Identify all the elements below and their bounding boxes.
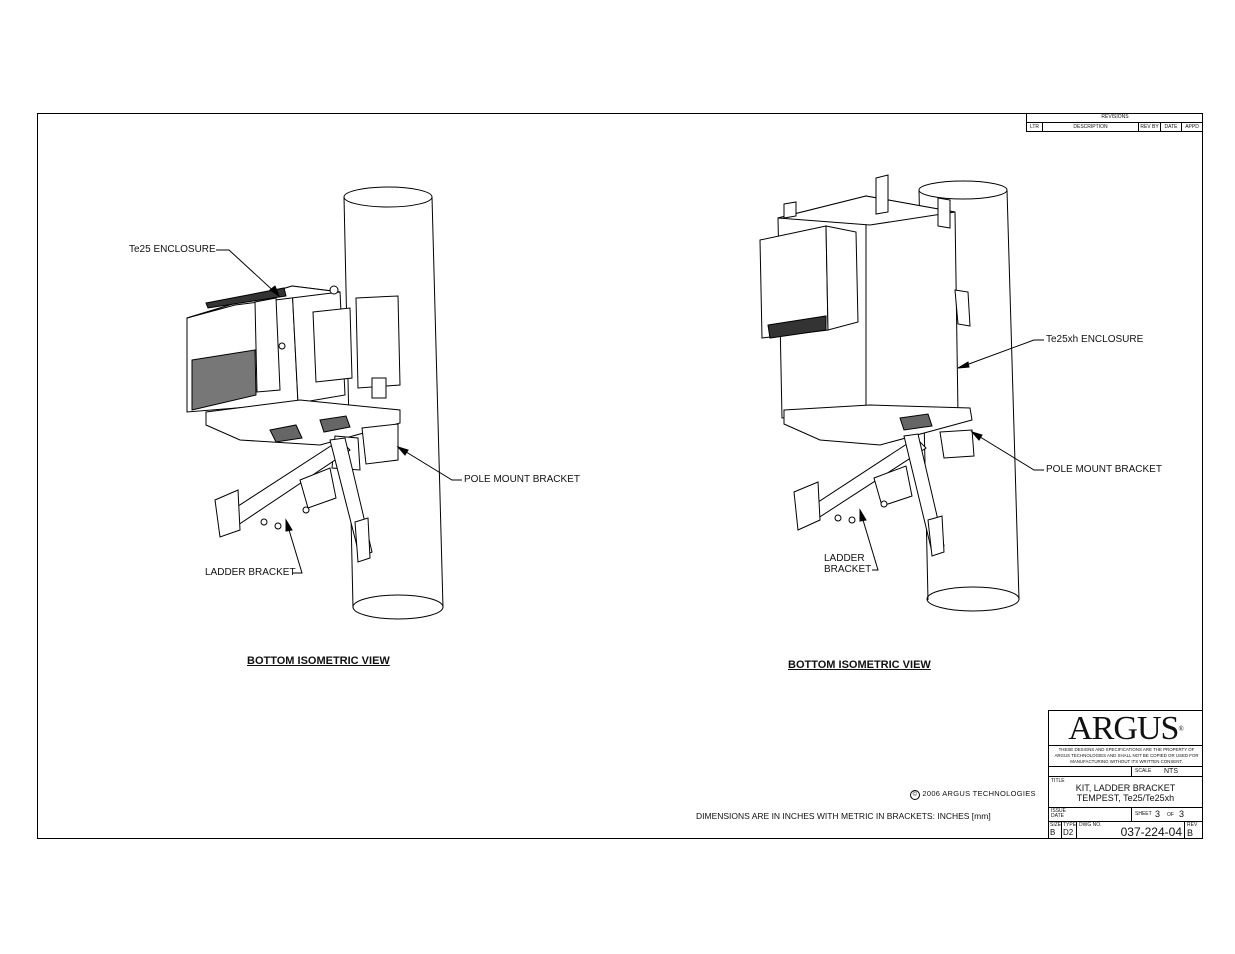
- rev-col-description: DESCRIPTION: [1043, 123, 1139, 132]
- of-value: 3: [1179, 809, 1185, 819]
- left-enclosure-label: Te25 ENCLOSURE: [129, 244, 216, 255]
- type-cell: TYPE D2: [1062, 822, 1077, 839]
- sheet-value: 3: [1155, 809, 1161, 819]
- drawing-sheet-border: [37, 113, 1203, 839]
- sheet-label: SHEET: [1131, 808, 1152, 821]
- scale-label: SCALE: [1131, 767, 1151, 776]
- right-ladder-bracket-label-line2: BRACKET: [824, 564, 872, 575]
- rev-value: B: [1187, 828, 1194, 838]
- size-label: SIZE: [1050, 822, 1062, 828]
- copyright-text: 2006 ARGUS TECHNOLOGIES: [922, 789, 1036, 798]
- left-pole: [343, 186, 444, 620]
- right-view-title: BOTTOM ISOMETRIC VIEW: [788, 659, 931, 671]
- right-pole-bracket-label: POLE MOUNT BRACKET: [1046, 464, 1162, 475]
- title-block: ARGUS® THESE DESIGNS AND SPECIFICATIONS …: [1048, 710, 1203, 839]
- left-te25-enclosure: [186, 285, 401, 446]
- issue-date-label: ISSUE DATE: [1051, 809, 1066, 819]
- scale-value: NTS: [1164, 768, 1178, 775]
- left-view-title: BOTTOM ISOMETRIC VIEW: [247, 655, 390, 667]
- rev-col-ltr: LTR: [1027, 123, 1043, 132]
- rev-col-date: DATE: [1161, 123, 1182, 132]
- argus-logo: ARGUS®: [1049, 711, 1202, 747]
- registered-mark-icon: ®: [1178, 725, 1183, 733]
- copyright-note: © 2006 ARGUS TECHNOLOGIES: [910, 789, 1036, 800]
- type-value: D2: [1063, 828, 1074, 837]
- right-enclosure-label: Te25xh ENCLOSURE: [1046, 334, 1144, 345]
- revisions-table: REVISIONS LTR DESCRIPTION REV BY DATE AP…: [1026, 113, 1203, 132]
- left-pole-bracket-label: POLE MOUNT BRACKET: [464, 474, 580, 485]
- title-line-1: KIT, LADDER BRACKET: [1075, 783, 1176, 793]
- title-line-2: TEMPEST, Te25/Te25xh: [1076, 793, 1175, 803]
- rev-label: REV: [1187, 822, 1198, 828]
- right-ladder-bracket-label-line1: LADDER: [824, 553, 865, 564]
- date-label: DATE: [1051, 813, 1064, 819]
- issue-row: ISSUE DATE SHEET 3 OF 3: [1049, 807, 1202, 821]
- argus-logo-text: ARGUS: [1068, 710, 1179, 747]
- title-row: TITLE KIT, LADDER BRACKET TEMPEST, Te25/…: [1049, 776, 1202, 807]
- size-value: B: [1050, 828, 1056, 837]
- dimensions-note: DIMENSIONS ARE IN INCHES WITH METRIC IN …: [696, 811, 991, 821]
- type-label: TYPE: [1063, 822, 1077, 828]
- drawing-number-cell: DWG NO. 037-224-04: [1077, 822, 1185, 839]
- drawing-number-row: SIZE B TYPE D2 DWG NO. 037-224-04 REV B: [1049, 821, 1202, 839]
- right-te25xh-enclosure: [759, 174, 973, 446]
- revisions-columns: LTR DESCRIPTION REV BY DATE APPD: [1027, 123, 1203, 132]
- rev-cell: REV B: [1185, 822, 1203, 839]
- drawing-number: 037-224-04: [1120, 825, 1182, 839]
- disclaimer-text: THESE DESIGNS AND SPECIFICATIONS ARE THE…: [1054, 747, 1199, 764]
- scale-row: SCALE NTS: [1049, 766, 1202, 776]
- copyright-icon: ©: [910, 790, 920, 800]
- drawing-number-label: DWG NO.: [1079, 822, 1102, 828]
- size-cell: SIZE B: [1049, 822, 1062, 839]
- rev-col-appd: APPD: [1182, 123, 1203, 132]
- revisions-title: REVISIONS: [1027, 113, 1203, 123]
- rev-col-rev-by: REV BY: [1139, 123, 1161, 132]
- left-brackets: [214, 423, 399, 563]
- of-label: OF: [1167, 812, 1174, 818]
- issue-label: ISSUE: [1051, 808, 1067, 814]
- title-label: TITLE: [1051, 778, 1065, 784]
- left-ladder-bracket-label: LADDER BRACKET: [205, 567, 296, 578]
- right-brackets: [793, 429, 975, 557]
